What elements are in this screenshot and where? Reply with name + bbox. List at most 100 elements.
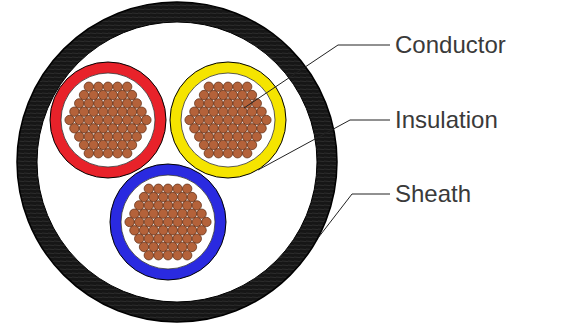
strand: [195, 115, 204, 124]
strand: [159, 192, 168, 201]
core: [50, 62, 166, 178]
strand: [113, 149, 122, 158]
strand: [154, 184, 163, 193]
strand: [108, 124, 117, 133]
strand: [108, 90, 117, 99]
strand: [99, 124, 108, 133]
strand: [135, 217, 144, 226]
strand: [204, 149, 213, 158]
strand: [209, 107, 218, 116]
strand: [89, 140, 98, 149]
strand: [89, 90, 98, 99]
strand: [219, 140, 228, 149]
strand: [204, 132, 213, 141]
strand: [173, 251, 182, 260]
strand: [79, 124, 88, 133]
strand: [183, 217, 192, 226]
sheath-ring: [17, 2, 337, 322]
core: [170, 62, 286, 178]
strand: [223, 149, 232, 158]
core: [110, 164, 226, 280]
strand: [127, 107, 136, 116]
strand: [238, 124, 247, 133]
strand: [257, 124, 266, 133]
strand: [103, 132, 112, 141]
strand: [139, 192, 148, 201]
strand: [243, 82, 252, 91]
strand: [219, 107, 228, 116]
part-label: Sheath: [395, 182, 471, 206]
strand: [199, 107, 208, 116]
strand: [252, 99, 261, 108]
strand: [190, 124, 199, 133]
strand: [99, 107, 108, 116]
strand: [199, 124, 208, 133]
strand: [142, 115, 151, 124]
insulation: [110, 164, 226, 280]
strand: [185, 115, 194, 124]
strand: [223, 115, 232, 124]
strand: [223, 99, 232, 108]
strand: [137, 124, 146, 133]
strand: [75, 115, 84, 124]
strand: [103, 99, 112, 108]
strand: [144, 201, 153, 210]
strand: [233, 149, 242, 158]
strand: [219, 90, 228, 99]
strand: [183, 251, 192, 260]
strand: [70, 107, 79, 116]
strand: [168, 209, 177, 218]
strand: [219, 124, 228, 133]
strand: [79, 140, 88, 149]
strand: [243, 132, 252, 141]
strand: [223, 132, 232, 141]
strand: [130, 226, 139, 235]
strand: [113, 132, 122, 141]
part-label: Insulation: [395, 108, 498, 132]
strand: [163, 184, 172, 193]
strand: [94, 115, 103, 124]
strand: [199, 140, 208, 149]
leader-line: [244, 45, 390, 108]
strand: [123, 132, 132, 141]
strand: [257, 107, 266, 116]
strand: [127, 140, 136, 149]
strand: [238, 107, 247, 116]
strand: [178, 242, 187, 251]
strand: [99, 140, 108, 149]
strand: [75, 132, 84, 141]
strand: [149, 209, 158, 218]
strand: [65, 115, 74, 124]
strand: [247, 90, 256, 99]
strand: [132, 115, 141, 124]
strand: [84, 82, 93, 91]
strand: [103, 82, 112, 91]
strand: [178, 192, 187, 201]
strand: [173, 217, 182, 226]
strand: [99, 90, 108, 99]
strand: [187, 209, 196, 218]
strand: [70, 124, 79, 133]
strand: [228, 124, 237, 133]
strand: [183, 234, 192, 243]
strand: [84, 99, 93, 108]
strand: [233, 82, 242, 91]
insulation: [170, 62, 286, 178]
strand: [163, 201, 172, 210]
strand: [190, 107, 199, 116]
strand: [168, 226, 177, 235]
leader-line: [318, 194, 390, 238]
strand: [173, 234, 182, 243]
strand: [103, 149, 112, 158]
strand: [123, 115, 132, 124]
strand: [113, 82, 122, 91]
strand: [144, 184, 153, 193]
strand: [123, 149, 132, 158]
strand: [135, 201, 144, 210]
strand: [214, 132, 223, 141]
strand: [118, 90, 127, 99]
strand: [144, 234, 153, 243]
conductor-area: [121, 175, 215, 269]
strand: [84, 115, 93, 124]
strand: [247, 140, 256, 149]
